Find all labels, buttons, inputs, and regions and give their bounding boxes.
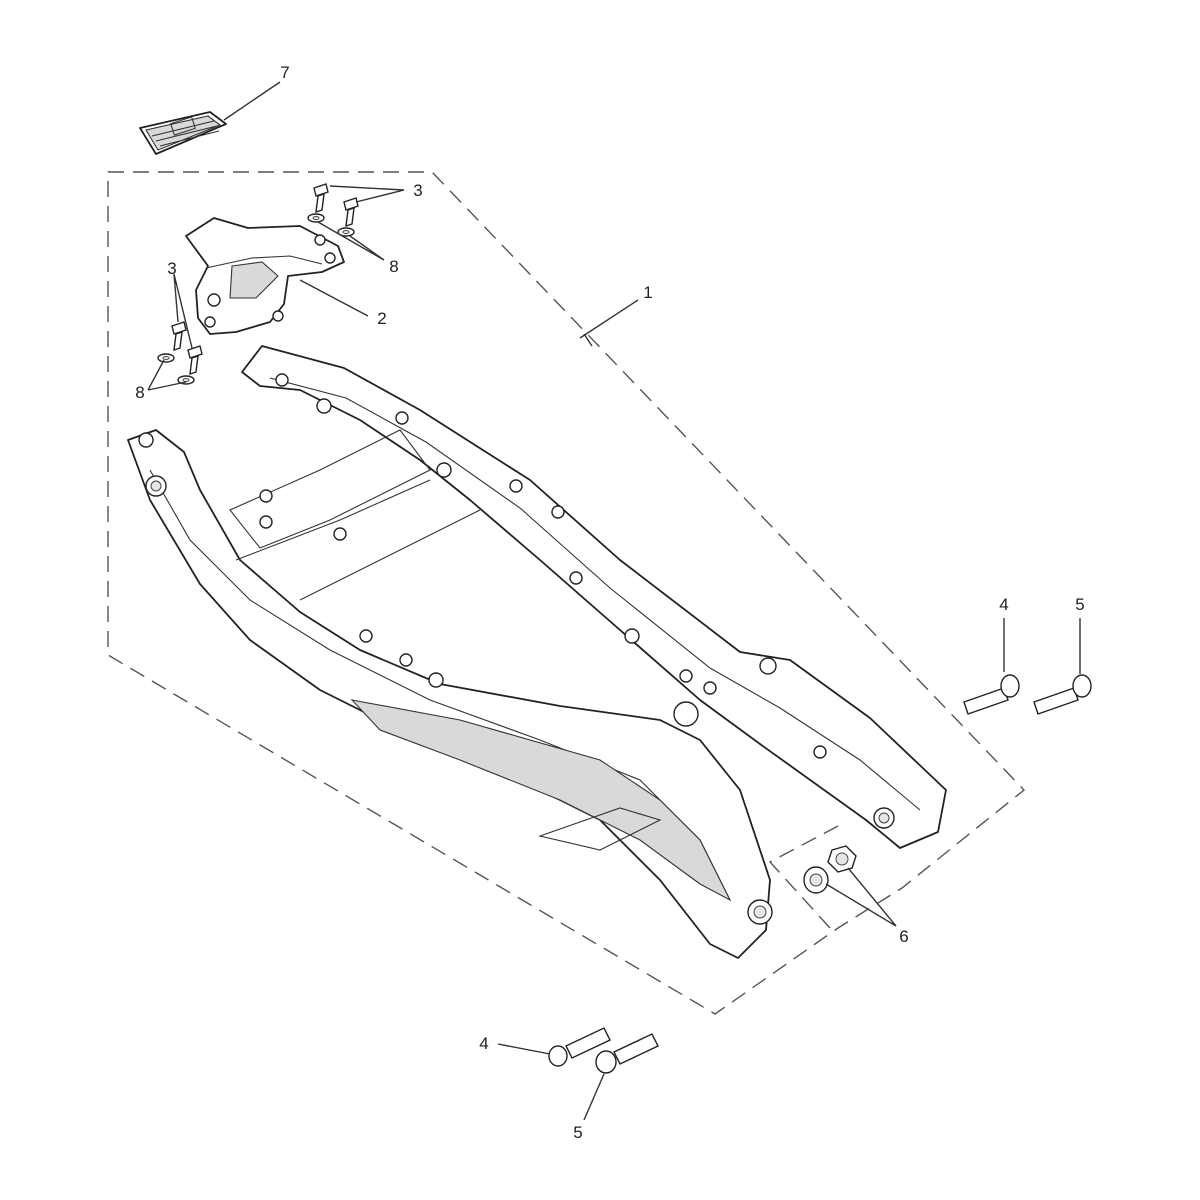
callout-2: 2 bbox=[377, 309, 386, 328]
part-5-bolt-bottom bbox=[595, 1033, 659, 1074]
part-1-rear-subframe bbox=[127, 345, 947, 959]
part-3-bolts-left bbox=[171, 321, 203, 376]
callout-3-top: 3 bbox=[413, 181, 422, 200]
callout-4-bottom: 4 bbox=[479, 1034, 488, 1053]
callout-8-left: 8 bbox=[135, 383, 144, 402]
callout-3-left: 3 bbox=[167, 259, 176, 278]
callout-1: 1 bbox=[643, 283, 652, 302]
fastener-group-boundary-dashed bbox=[768, 825, 839, 929]
part-2-bracket bbox=[185, 217, 345, 335]
part-4-bolt-right bbox=[963, 674, 1020, 715]
part-5-bolt-right bbox=[1033, 674, 1092, 715]
callout-8-top: 8 bbox=[389, 257, 398, 276]
callout-4-right: 4 bbox=[999, 595, 1008, 614]
leader-lines bbox=[147, 81, 1081, 1121]
callout-7: 7 bbox=[280, 63, 289, 82]
callout-5-right: 5 bbox=[1075, 595, 1084, 614]
part-8-washers-top bbox=[307, 213, 355, 237]
part-4-bolt-bottom bbox=[548, 1027, 611, 1067]
callout-5-bottom: 5 bbox=[573, 1123, 582, 1142]
callout-6: 6 bbox=[899, 927, 908, 946]
part-7-label-decal bbox=[139, 111, 227, 155]
part-3-bolts-top bbox=[313, 183, 359, 228]
part-6-nuts bbox=[803, 845, 857, 894]
part-8-washers-left bbox=[157, 353, 195, 385]
